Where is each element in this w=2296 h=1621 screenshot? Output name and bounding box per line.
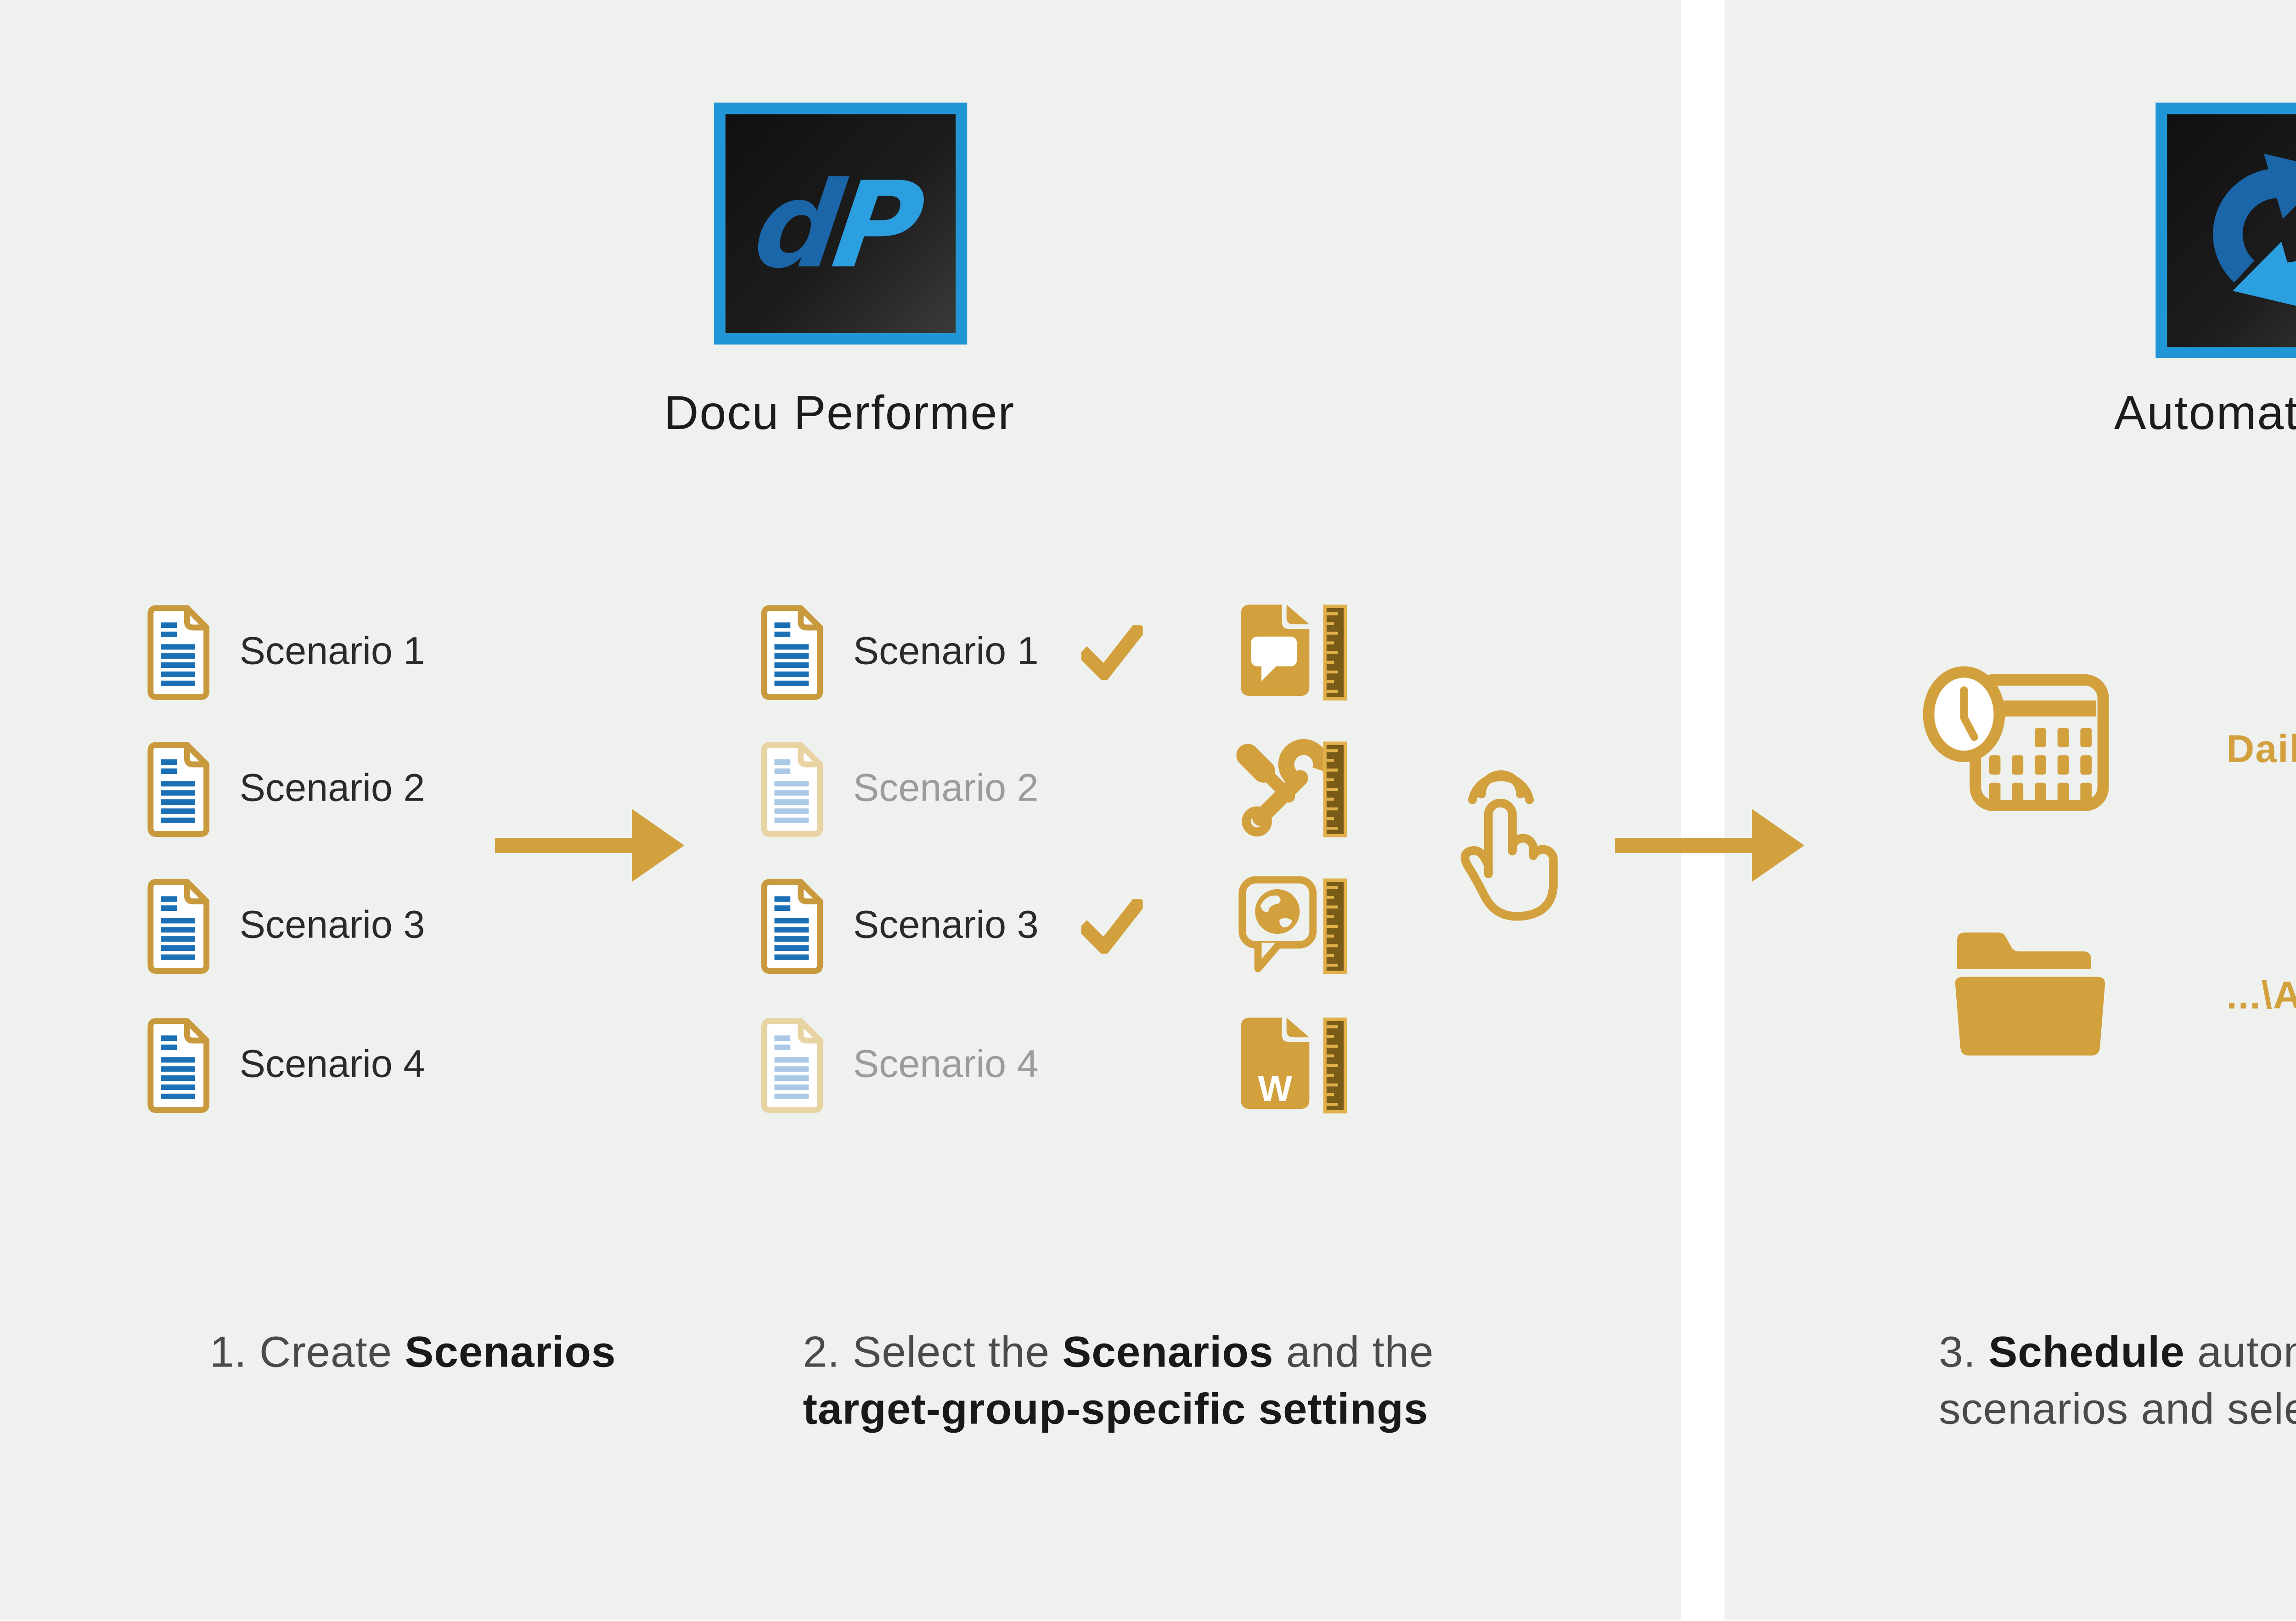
checkmark-icon xyxy=(1082,625,1143,680)
ruler-icon xyxy=(1325,880,1345,972)
arrow-right-icon xyxy=(1615,808,1804,883)
ruler-icon xyxy=(1325,1019,1345,1112)
document-icon xyxy=(760,878,823,974)
document-icon xyxy=(146,740,210,836)
selected-scenario-item-unselected: Scenario 2 xyxy=(760,740,1039,836)
scenario-item: Scenario 4 xyxy=(146,1017,425,1113)
automation-tool-app-icon xyxy=(2155,102,2296,358)
document-icon xyxy=(146,1017,210,1113)
document-icon xyxy=(760,1017,823,1113)
speech-bubble-document-icon xyxy=(1241,602,1348,703)
app-title-automation-tool: AutomationTool xyxy=(2114,388,2296,441)
scenario-label: Scenario 2 xyxy=(853,765,1039,809)
checkmark-icon xyxy=(1082,899,1143,954)
step1-caption: 1. Create Scenarios xyxy=(210,1330,616,1378)
word-document-icon: W xyxy=(1241,1016,1348,1116)
file-path-text: ...\Automated Scenarios xyxy=(2226,974,2296,1018)
arrow-right-icon xyxy=(495,808,684,883)
document-icon xyxy=(146,878,210,974)
docu-performer-logo-icon: dP xyxy=(747,156,932,294)
step3-caption-line1: 3. Schedule automated export of xyxy=(1939,1330,2296,1378)
scenario-label: Scenario 2 xyxy=(239,765,425,809)
scenario-item: Scenario 2 xyxy=(146,740,425,836)
tap-hand-icon xyxy=(1460,770,1558,921)
scenario-label: Scenario 4 xyxy=(853,1043,1039,1086)
step3-caption-line2: scenarios and select the file path xyxy=(1939,1387,2296,1435)
app-title-docu-performer: Docu Performer xyxy=(664,388,1015,441)
globe-speech-bubble-icon xyxy=(1238,876,1348,977)
scenario-item: Scenario 1 xyxy=(146,604,425,700)
document-icon xyxy=(760,740,823,836)
svg-text:W: W xyxy=(1258,1068,1292,1109)
tools-icon xyxy=(1236,738,1348,839)
scenario-label: Scenario 1 xyxy=(239,630,425,673)
calendar-clock-icon xyxy=(1923,666,2109,811)
scenario-label: Scenario 3 xyxy=(853,904,1039,947)
step2-caption-line2: target-group-specific settings xyxy=(803,1387,1429,1435)
selected-scenario-item: Scenario 3 xyxy=(760,878,1143,974)
document-icon xyxy=(760,604,823,700)
schedule-text: Daily, 02:00 AM xyxy=(2226,728,2296,772)
scenario-label: Scenario 4 xyxy=(239,1043,425,1086)
ruler-icon xyxy=(1325,742,1345,835)
scenario-label: Scenario 1 xyxy=(853,630,1039,673)
document-icon xyxy=(146,604,210,700)
selected-scenario-item-unselected: Scenario 4 xyxy=(760,1017,1039,1113)
sync-arrows-icon xyxy=(2213,153,2296,307)
scenario-label: Scenario 3 xyxy=(239,904,425,947)
svg-text:dP: dP xyxy=(747,156,932,294)
selected-scenario-item: Scenario 1 xyxy=(760,604,1143,700)
docu-performer-app-icon: dP xyxy=(714,102,968,345)
scenario-item: Scenario 3 xyxy=(146,878,425,974)
step2-caption-line1: 2. Select the Scenarios and the xyxy=(803,1330,1434,1378)
step2-caption: 2. Select the Scenarios and the target-g… xyxy=(803,1326,1434,1440)
ruler-icon xyxy=(1325,606,1345,699)
folder-icon xyxy=(1955,932,2105,1056)
step3-caption: 3. Schedule automated export of scenario… xyxy=(1939,1326,2296,1440)
